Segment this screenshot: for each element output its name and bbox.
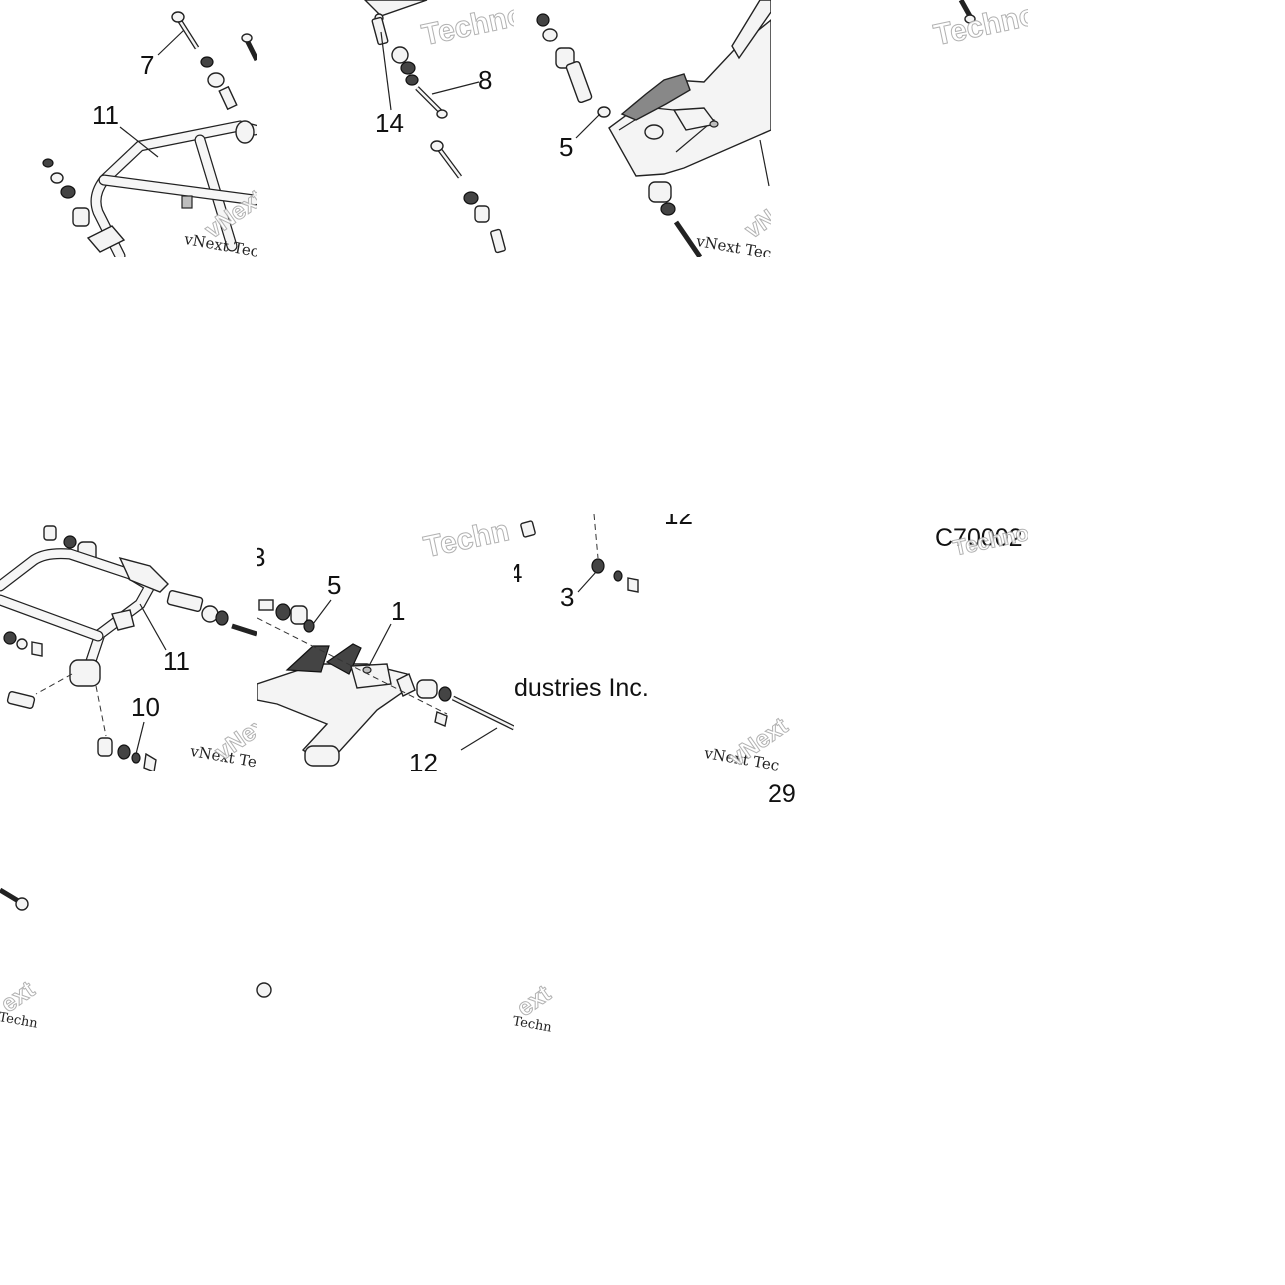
page-number-fragment: 29 xyxy=(768,780,796,808)
tile-drawing-number: C70002 Techno xyxy=(771,514,1028,771)
callout-1: 1 xyxy=(391,596,406,626)
drawing-number: C70002 xyxy=(935,524,1023,552)
frame-drawing-5 xyxy=(0,525,257,771)
callout-12: 12 xyxy=(664,514,693,530)
callout-3: 3 xyxy=(257,542,266,572)
company-name: dustries Inc. xyxy=(514,674,649,702)
bolt-drawing-4 xyxy=(958,0,976,24)
tile-rear-frame-lower-left: 11 10 vNext Tec vNext xyxy=(0,514,257,771)
callout-8: 8 xyxy=(478,65,493,95)
callout-5: 5 xyxy=(327,570,342,600)
tile-bolts-top: 8 14 Techno xyxy=(257,0,514,257)
tile-frame-bracket-top: 5 vNext Technologies xyxy=(514,0,771,257)
frame-drawing-1 xyxy=(42,11,257,257)
callout-11: 11 xyxy=(163,646,190,676)
bracket-drawing-3 xyxy=(536,0,771,257)
callout-7: 7 xyxy=(140,50,155,80)
callout-11: 11 xyxy=(92,100,119,130)
callout-5: 5 xyxy=(559,132,574,162)
tile-top-right: Technologies xyxy=(771,0,1028,257)
callout-10: 10 xyxy=(131,692,160,722)
tile-rear-frame-top-left: 7 11 vNext Tec vNext xyxy=(0,0,257,257)
swing-arm-drawing-6 xyxy=(257,599,514,767)
bolts-drawing-2 xyxy=(364,0,506,254)
tile-hardware-center: 4 3 12 dustries Inc. xyxy=(514,514,771,771)
callout-4: 4 xyxy=(514,558,523,588)
callout-12: 12 xyxy=(409,748,438,771)
tile-swing-arm-center: 3 5 1 12 Techn xyxy=(257,514,514,771)
hardware-drawing-7 xyxy=(520,514,639,593)
callout-14: 14 xyxy=(375,108,404,138)
callout-3: 3 xyxy=(560,582,575,612)
